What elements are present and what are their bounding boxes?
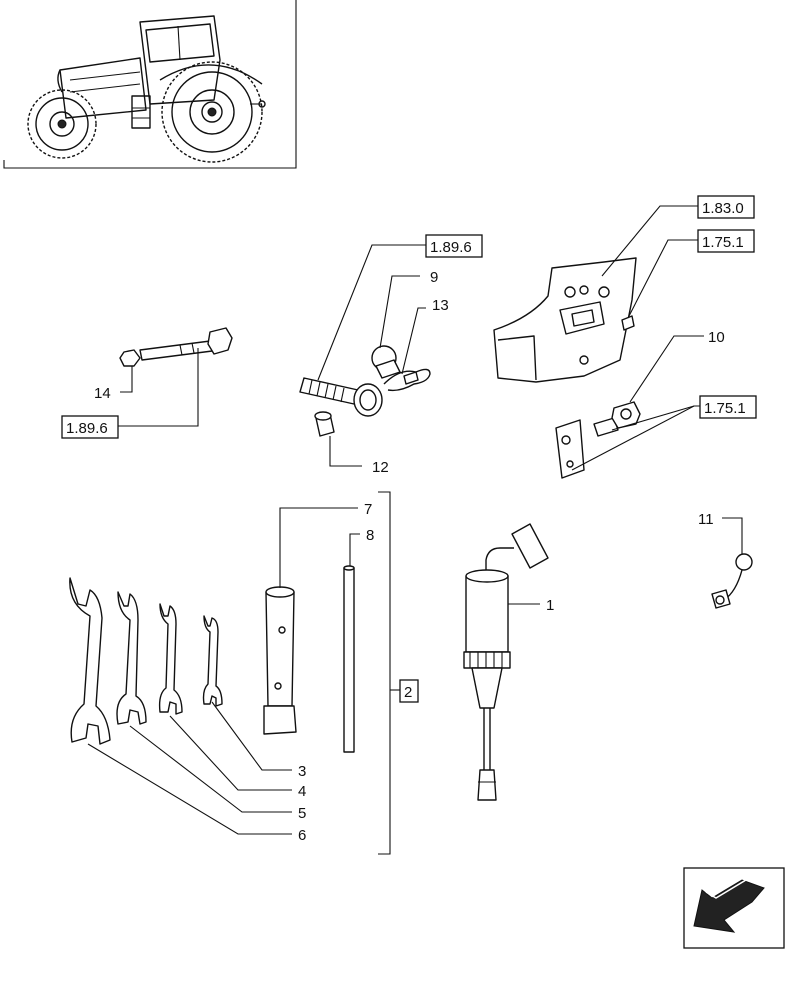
ref-1896-left: 1.89.6	[66, 420, 108, 437]
ref-1896-top: 1.89.6	[430, 239, 472, 256]
part-bracket-panel	[493, 257, 637, 383]
part-7-box-spanner	[263, 586, 297, 735]
callout-5: 5	[298, 805, 306, 822]
callout-10: 10	[708, 329, 725, 346]
part-8-tommy-bar	[343, 565, 355, 753]
callout-12: 12	[372, 459, 389, 476]
ref-box-1830	[697, 195, 755, 219]
tractor-thumbnail	[3, 0, 297, 169]
part-4-wrench	[158, 603, 183, 715]
arrow-back-icon[interactable]	[683, 867, 785, 949]
callout-7: 7	[364, 501, 372, 518]
ref-box-1751-mid	[699, 395, 757, 419]
ref-box-2	[399, 679, 419, 703]
callout-8: 8	[366, 527, 374, 544]
callout-9: 9	[430, 269, 438, 286]
callout-4: 4	[298, 783, 306, 800]
part-11-cable	[711, 553, 753, 609]
part-5-wrench	[116, 591, 147, 725]
callout-13: 13	[432, 297, 449, 314]
part-6-wrench-large	[69, 577, 111, 745]
ref-1751-mid: 1.75.1	[704, 400, 746, 417]
part-1-grease-gun	[463, 523, 549, 801]
callout-1: 1	[546, 597, 554, 614]
part-9-lynch-pin	[371, 345, 401, 379]
ref-1830: 1.83.0	[702, 200, 744, 217]
part-14-bolt	[119, 327, 233, 367]
callout-14: 14	[94, 385, 111, 402]
ref-box-1896-left	[61, 415, 119, 439]
part-switch-bracket	[555, 417, 619, 479]
ref-box-1751-top	[697, 229, 755, 253]
callout-11: 11	[698, 511, 714, 528]
callout-6: 6	[298, 827, 306, 844]
ref-box-1896-top	[425, 234, 483, 258]
callout-2: 2	[404, 684, 412, 701]
callout-3: 3	[298, 763, 306, 780]
ref-1751-top: 1.75.1	[702, 234, 744, 251]
part-12-bushing	[314, 411, 335, 437]
part-13-spring-clip	[383, 368, 431, 392]
part-10-sensor	[611, 401, 641, 429]
tractor-icon	[27, 15, 266, 163]
part-3-wrench-small	[202, 615, 223, 707]
part-threaded-pin	[299, 377, 383, 417]
